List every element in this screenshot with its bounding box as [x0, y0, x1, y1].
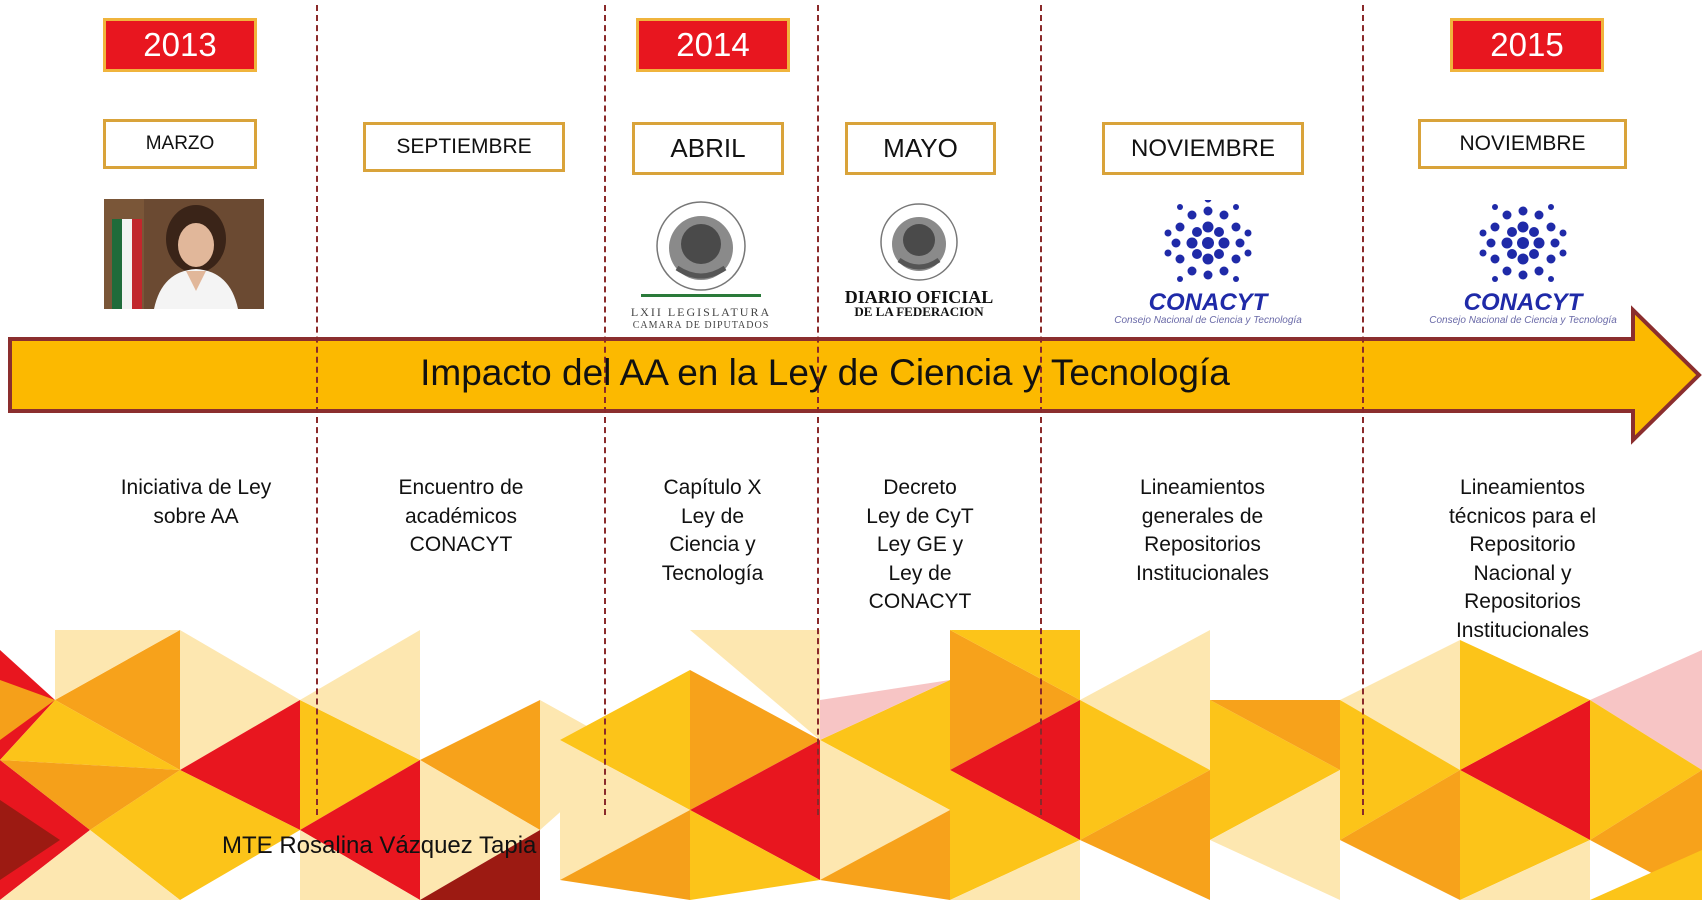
conacyt-name: CONACYT	[1463, 289, 1583, 316]
month-box: MARZO	[103, 119, 257, 169]
divider-line	[817, 5, 819, 815]
federacion-label: DE LA FEDERACION	[854, 304, 984, 319]
camara-de-diputados-logo: LXII LEGISLATURA CAMARA DE DIPUTADOS	[629, 198, 773, 331]
conacyt-subtitle: Consejo Nacional de Ciencia y Tecnología	[1429, 315, 1617, 326]
divider-line	[316, 5, 318, 815]
conacyt-dots-icon	[1164, 195, 1252, 282]
conacyt-dots-icon	[1479, 204, 1567, 282]
event-description: Lineamientos generales de Repositorios I…	[1135, 476, 1270, 585]
camara-label: CAMARA DE DIPUTADOS	[632, 320, 770, 331]
event-description: Capítulo X Ley de Ciencia y Tecnología	[661, 476, 764, 585]
conacyt-logo: CONACYT Consejo Nacional de Ciencia y Te…	[1423, 200, 1623, 326]
seal-icon	[880, 203, 958, 281]
seal-icon	[641, 201, 761, 297]
divider-line	[1040, 5, 1042, 815]
legislatura-label: LXII LEGISLATURA	[630, 305, 772, 319]
diario-oficial-logo: DIARIO OFICIAL DE LA FEDERACION	[843, 202, 995, 322]
author-name: MTE Rosalina Vázquez Tapia	[222, 832, 537, 859]
diario-oficial-label: DIARIO OFICIAL	[844, 287, 994, 307]
event-description: Encuentro de académicos CONACYT	[398, 476, 524, 556]
divider-line	[604, 5, 606, 815]
month-box: NOVIEMBRE	[1418, 119, 1627, 169]
portrait-photo	[104, 199, 264, 309]
divider-line	[1362, 5, 1364, 815]
month-box: MAYO	[845, 122, 996, 175]
event-description: Decreto Ley de CyT Ley GE y Ley de CONAC…	[866, 476, 974, 613]
month-box: NOVIEMBRE	[1102, 122, 1304, 175]
conacyt-subtitle: Consejo Nacional de Ciencia y Tecnología	[1114, 315, 1302, 326]
month-box: ABRIL	[632, 122, 784, 175]
event-description: Iniciativa de Ley sobre AA	[120, 476, 272, 528]
conacyt-logo: CONACYT Consejo Nacional de Ciencia y Te…	[1108, 195, 1308, 326]
event-description: Lineamientos técnicos para el Repositori…	[1448, 476, 1597, 642]
year-badge-2013: 2013	[103, 18, 257, 72]
year-badge-2014: 2014	[636, 18, 790, 72]
year-badge-2015: 2015	[1450, 18, 1604, 72]
timeline-title: Impacto del AA en la Ley de Ciencia y Te…	[420, 352, 1230, 393]
conacyt-name: CONACYT	[1148, 289, 1268, 316]
timeline-arrow	[8, 305, 1702, 445]
month-box: SEPTIEMBRE	[363, 122, 565, 172]
